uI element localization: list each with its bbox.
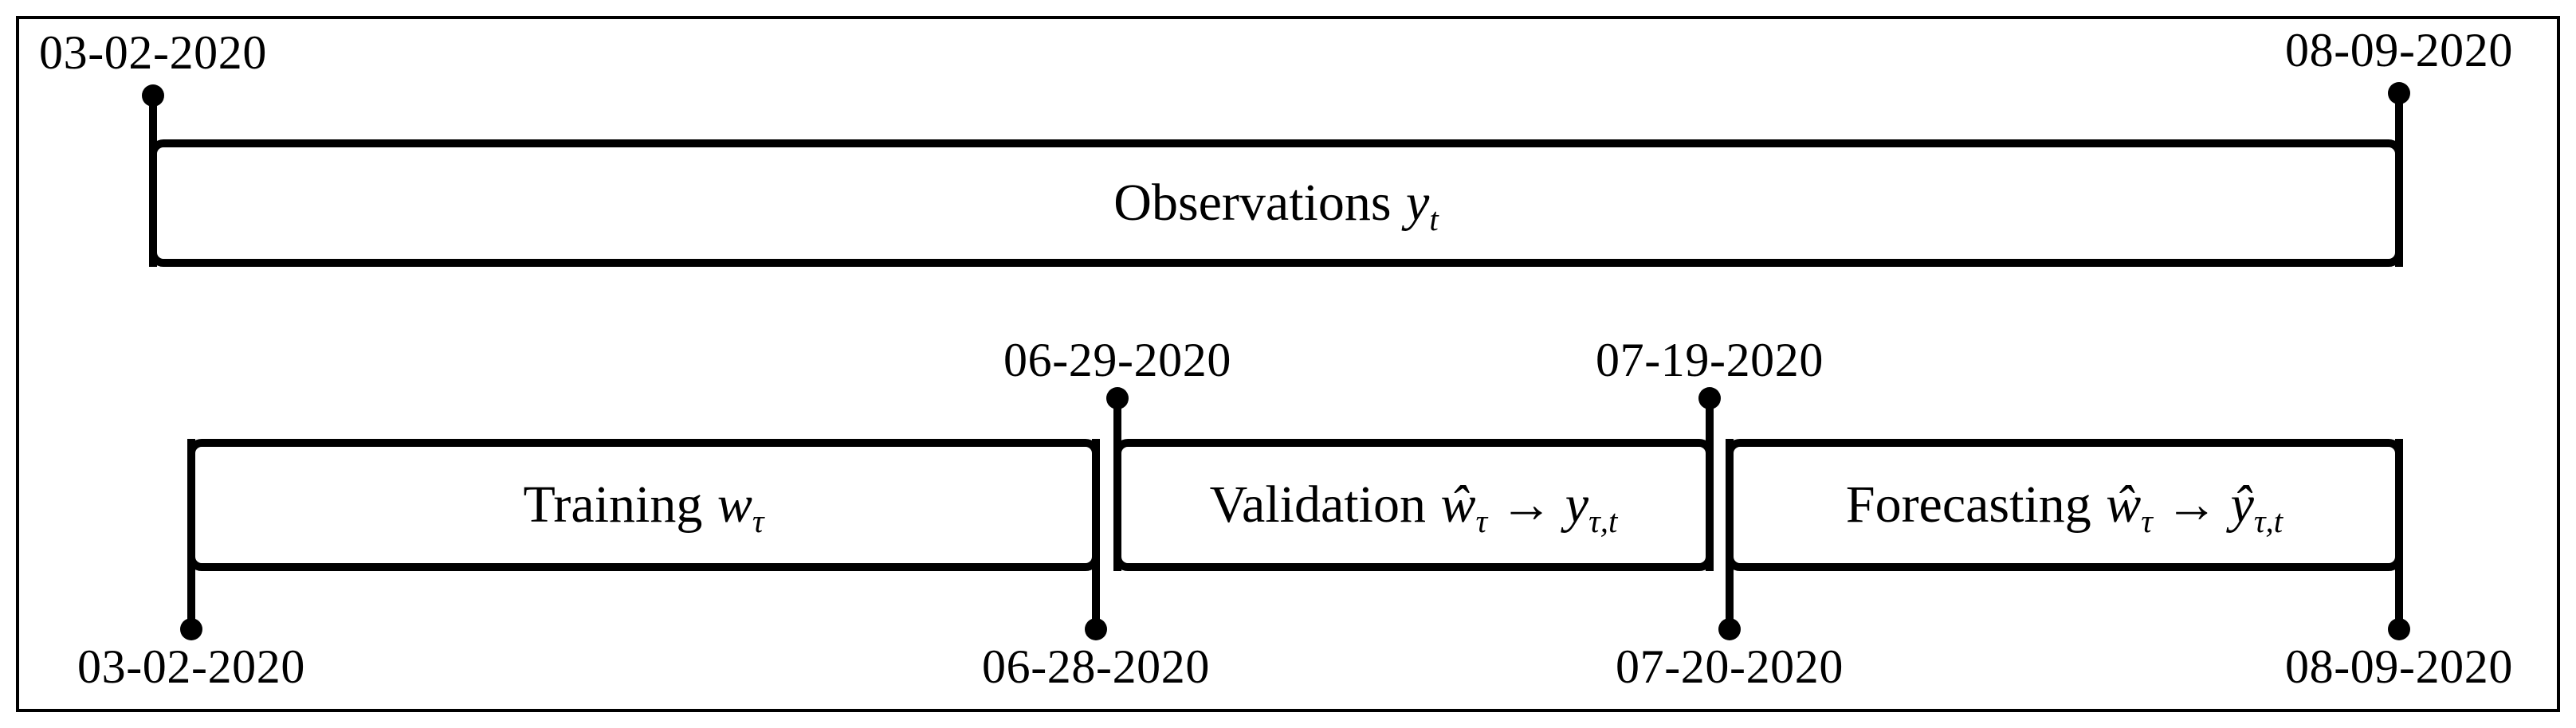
validation-start-marker-line	[1113, 398, 1121, 571]
observations-subscript: t	[1429, 202, 1439, 238]
training-start-date-label: 03-02-2020	[77, 640, 305, 693]
forecasting-end-dot	[2388, 618, 2410, 640]
training-word: Training	[523, 476, 703, 534]
forecasting-arrow: →	[2165, 476, 2218, 534]
training-end-marker-line	[1092, 439, 1100, 629]
forecasting-subscript-2: τ,t	[2253, 503, 2283, 540]
forecasting-variable: ŵ	[2106, 476, 2142, 534]
validation-end-dot	[1698, 387, 1721, 409]
validation-subscript: τ	[1475, 503, 1488, 540]
validation-start-date-label: 06-29-2020	[1003, 334, 1231, 386]
forecasting-subscript: τ	[2141, 503, 2153, 540]
validation-end-date-label: 07-19-2020	[1596, 334, 1824, 386]
training-subscript: τ	[752, 503, 764, 540]
validation-subscript-2: τ,t	[1588, 503, 1618, 540]
observations-start-date-label: 03-02-2020	[39, 26, 267, 79]
observations-end-date-label: 08-09-2020	[2285, 24, 2513, 76]
forecasting-variable-2: ŷ	[2230, 476, 2254, 534]
training-end-date-label: 06-28-2020	[982, 640, 1210, 693]
training-end-dot	[1085, 618, 1107, 640]
training-start-dot	[180, 618, 202, 640]
validation-variable-2: y	[1565, 476, 1589, 534]
observations-end-marker-line	[2395, 93, 2403, 267]
observations-start-dot	[142, 84, 164, 107]
validation-start-dot	[1106, 387, 1129, 409]
forecasting-word: Forecasting	[1845, 476, 2091, 534]
forecasting-box: Forecasting ŵτ →ŷτ,t	[1726, 439, 2403, 571]
forecasting-end-date-label: 08-09-2020	[2285, 640, 2513, 693]
forecasting-start-dot	[1718, 618, 1741, 640]
observations-word: Observations	[1113, 174, 1392, 232]
forecasting-start-date-label: 07-20-2020	[1616, 640, 1844, 693]
forecasting-end-marker-line	[2395, 439, 2403, 629]
observations-variable: y	[1406, 174, 1430, 232]
training-variable: w	[717, 476, 752, 534]
training-start-marker-line	[187, 439, 195, 629]
validation-arrow: →	[1499, 476, 1553, 534]
validation-word: Validation	[1209, 476, 1426, 534]
validation-variable: ŵ	[1440, 476, 1476, 534]
forecasting-box-label: Forecasting ŵτ →ŷτ,t	[1845, 476, 2283, 538]
observations-start-marker-line	[149, 96, 157, 267]
figure-border	[16, 16, 2560, 712]
forecasting-start-marker-line	[1726, 439, 1734, 629]
validation-end-marker-line	[1706, 398, 1714, 571]
observations-end-dot	[2388, 82, 2410, 104]
